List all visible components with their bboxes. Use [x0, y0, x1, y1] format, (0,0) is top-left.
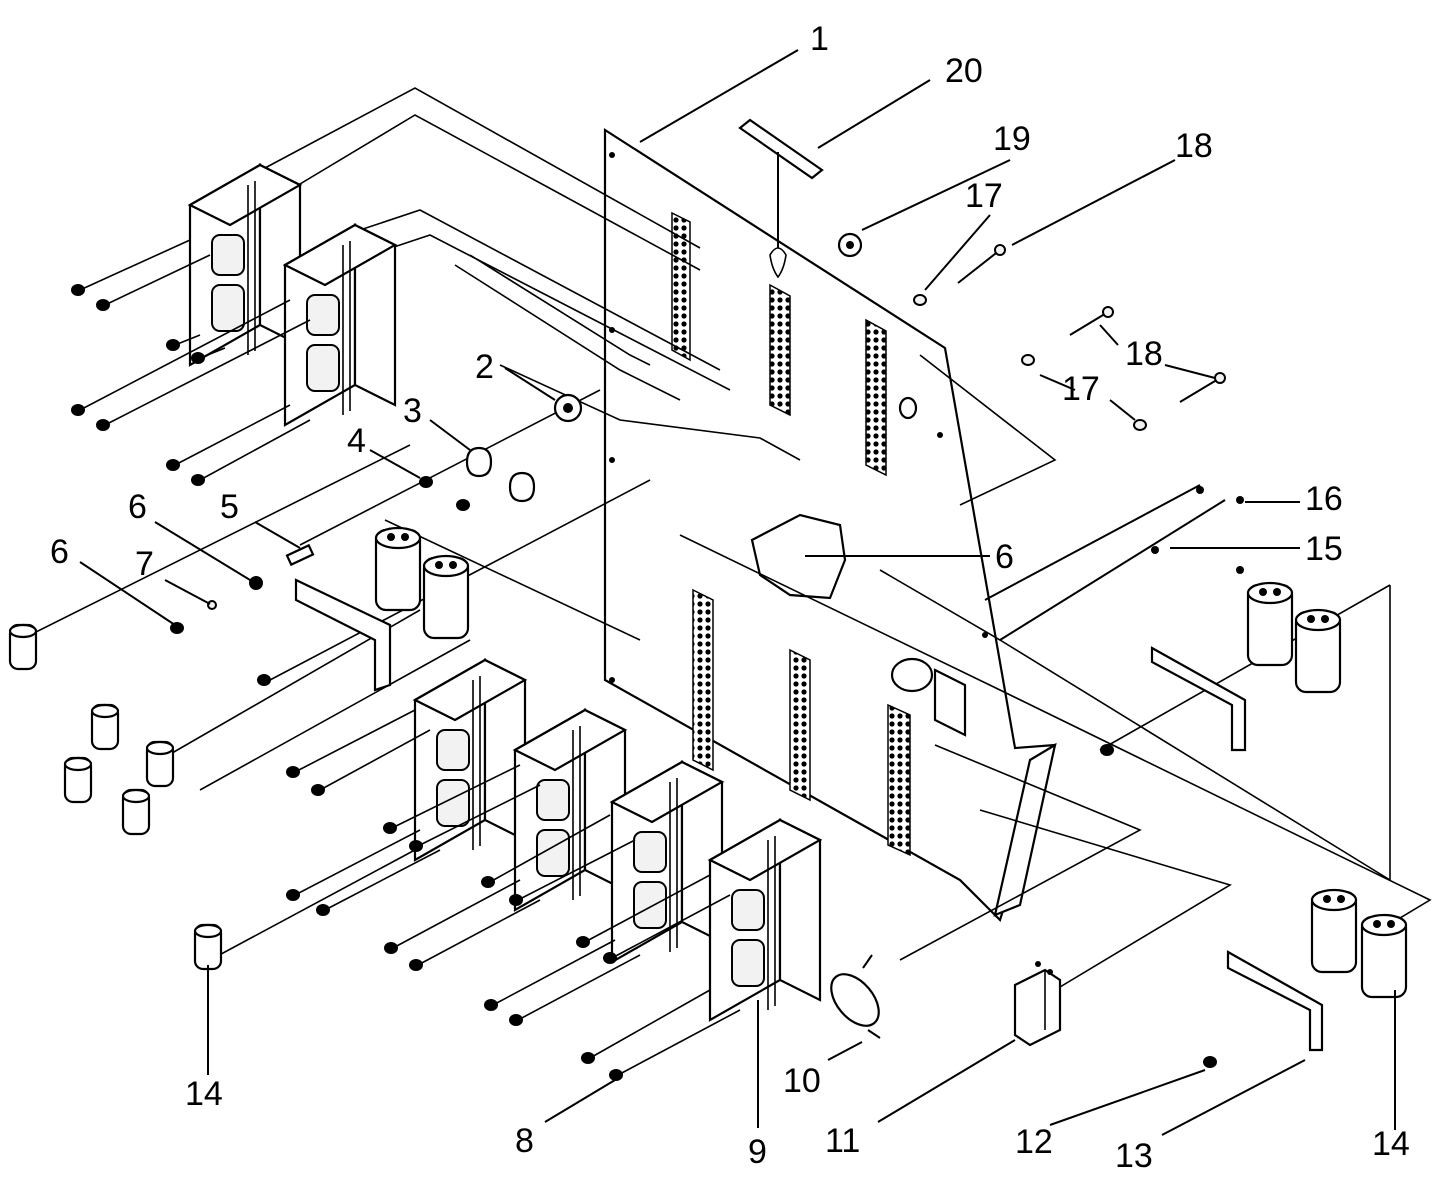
screws [71, 239, 1217, 1081]
transformer-bottom-1 [413, 658, 527, 862]
callout-7: 7 [135, 545, 154, 583]
callout-20: 20 [945, 52, 983, 90]
callout-9: 9 [748, 1133, 767, 1171]
transformer-bottom-2 [513, 708, 627, 912]
capacitor-group-right-lower [1226, 888, 1408, 1052]
part-20-bar [738, 118, 824, 248]
main-panel [603, 127, 1057, 923]
callout-leaders [79, 49, 1396, 1136]
knobs-and-clips [207, 393, 583, 610]
callout-2: 2 [475, 348, 494, 386]
callout-12: 12 [1015, 1123, 1053, 1161]
capacitor-group-left [294, 526, 470, 692]
callout-13: 13 [1115, 1137, 1153, 1175]
callout-19: 19 [993, 120, 1031, 158]
rod-group [984, 484, 1244, 641]
capacitor-group-right-upper [1150, 581, 1342, 752]
callout-labels: 1 2 3 4 5 6 6 6 7 8 9 10 11 12 13 14 14 … [50, 20, 1410, 1175]
clamp-part-10 [830, 954, 881, 1039]
callout-18: 18 [1175, 127, 1213, 165]
callout-6: 6 [128, 488, 147, 526]
callout-15: 15 [1305, 530, 1343, 568]
callout-18: 18 [1125, 335, 1163, 373]
callout-11: 11 [825, 1122, 860, 1160]
callout-5: 5 [220, 488, 239, 526]
callout-14: 14 [1372, 1125, 1410, 1163]
callout-10: 10 [783, 1062, 821, 1100]
callout-4: 4 [347, 422, 366, 460]
transformer-bottom-3 [610, 760, 724, 964]
transformer-bottom-4 [708, 818, 822, 1022]
callout-3: 3 [403, 392, 422, 430]
callout-16: 16 [1305, 480, 1343, 518]
callout-6: 6 [50, 533, 69, 571]
switch-part-11 [1013, 961, 1062, 1047]
callout-14: 14 [185, 1075, 223, 1113]
callout-6: 6 [995, 538, 1014, 576]
callout-1: 1 [810, 20, 829, 58]
callout-17: 17 [1062, 370, 1100, 408]
small-caps-left [8, 623, 223, 971]
callout-8: 8 [515, 1122, 534, 1160]
callout-17: 17 [965, 177, 1003, 215]
